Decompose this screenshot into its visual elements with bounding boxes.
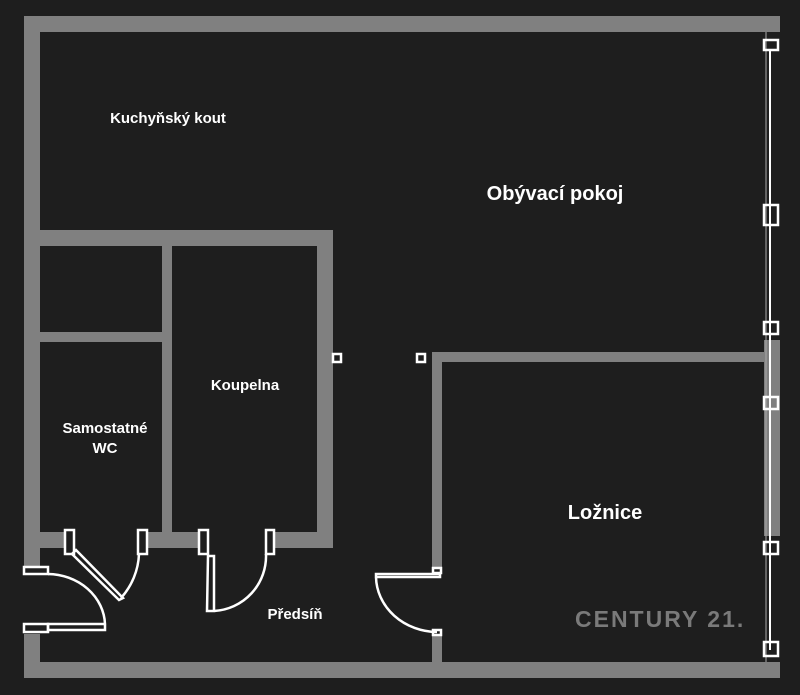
window-marker bbox=[762, 640, 780, 658]
room-label-kitchen: Kuchyňský kout bbox=[110, 110, 226, 127]
room-label-bedroom: Ložnice bbox=[567, 502, 643, 524]
wc-door-jamb-left bbox=[63, 528, 76, 556]
wall-wc-bath-divider bbox=[162, 246, 172, 532]
wall-top bbox=[24, 16, 780, 32]
entrance-opening bbox=[24, 566, 40, 634]
century21-logo: CENTURY 21. bbox=[575, 606, 746, 632]
wall-right-segment bbox=[764, 340, 780, 536]
window-marker bbox=[762, 320, 780, 336]
wall-bedroom-left bbox=[432, 352, 442, 662]
room-label-bathroom: Koupelna bbox=[210, 377, 280, 394]
window-gap-2 bbox=[764, 536, 780, 662]
wall-bath-top bbox=[24, 230, 333, 246]
room-label-living: Obývací pokoj bbox=[486, 183, 624, 205]
wall-bottom bbox=[24, 662, 780, 678]
wc-door-jamb-right bbox=[136, 528, 149, 556]
wc-door-swing bbox=[70, 548, 141, 602]
window-marker bbox=[762, 395, 780, 411]
bath-door-jamb-right bbox=[264, 528, 276, 556]
wall-bedroom-top bbox=[432, 352, 764, 362]
opening-marker-left bbox=[331, 352, 343, 364]
bath-door-jamb-left bbox=[197, 528, 210, 556]
bath-door-swing bbox=[205, 553, 268, 613]
entrance-door-swing bbox=[46, 572, 107, 632]
wall-wc-divider bbox=[40, 332, 162, 342]
bedroom-door-jamb-top bbox=[431, 566, 443, 575]
entrance-jamb-top bbox=[22, 565, 50, 576]
doors-windows bbox=[22, 32, 780, 662]
bedroom-door-jamb-bottom bbox=[431, 628, 443, 637]
bedroom-door-swing bbox=[374, 572, 442, 634]
window-gap-1 bbox=[764, 32, 780, 340]
room-label-wc: Samostatné WC bbox=[62, 420, 148, 457]
window-marker bbox=[762, 540, 780, 556]
window-marker bbox=[762, 38, 780, 52]
wall-bath-right bbox=[317, 230, 333, 548]
room-label-hall: Předsíň bbox=[267, 606, 323, 623]
window-marker bbox=[762, 203, 780, 227]
bedroom-door-opening bbox=[432, 568, 442, 634]
wc-door-opening bbox=[66, 532, 146, 548]
opening-marker-right bbox=[415, 352, 427, 364]
wall-left bbox=[24, 16, 40, 678]
bath-door-opening bbox=[198, 532, 273, 548]
